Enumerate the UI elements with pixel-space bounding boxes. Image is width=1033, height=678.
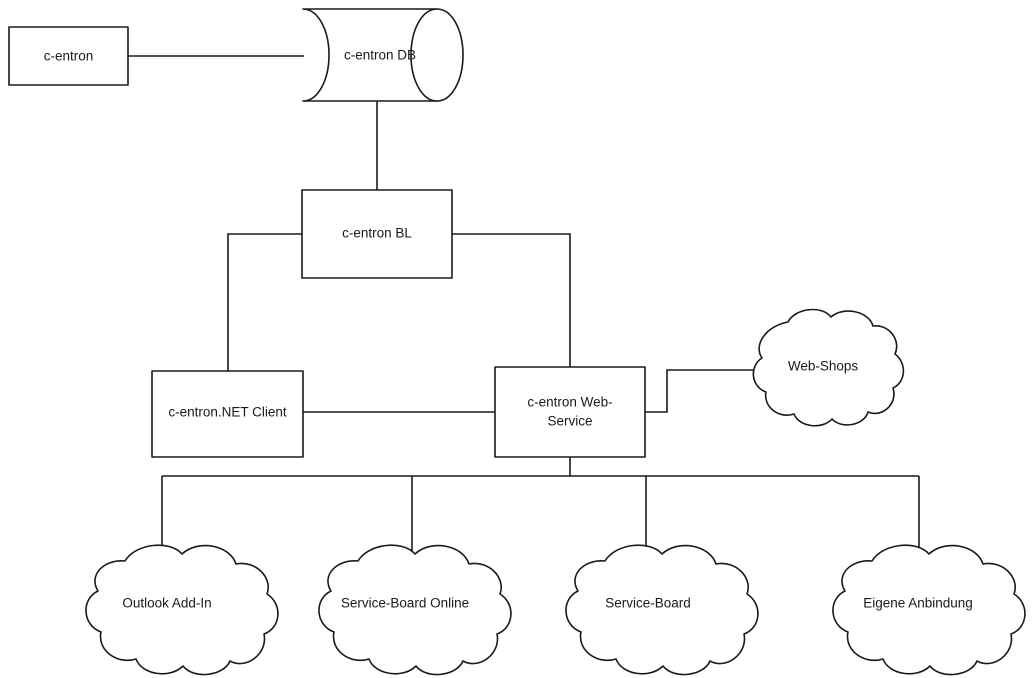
node-centron-label: c-entron [44,49,94,64]
node-service-board[interactable]: Service-Board [565,544,759,676]
node-centron-bl-label: c-entron BL [342,226,412,241]
edge-bl-to-web-service [452,233,571,367]
node-net-client-label: c-entron.NET Client [168,405,287,420]
node-service-board-online-label: Service-Board Online [341,596,469,611]
edge-web-service-to-web-shops [645,369,757,413]
edge-bl-to-net-client [227,233,302,371]
node-centron-bl[interactable]: c-entron BL [301,189,453,279]
node-outlook-addin-label: Outlook Add-In [122,596,211,611]
node-web-shops[interactable]: Web-Shops [752,308,905,427]
node-web-service-label-line2: Service [547,414,592,429]
node-centron[interactable]: c-entron [8,26,129,86]
node-net-client[interactable]: c-entron.NET Client [151,370,304,458]
node-centron-db-label: c-entron DB [344,48,416,63]
node-service-board-online[interactable]: Service-Board Online [318,544,512,676]
node-eigene-anbindung[interactable]: Eigene Anbindung [832,544,1026,676]
node-centron-db[interactable]: c-entron DB [302,8,464,102]
node-outlook-addin[interactable]: Outlook Add-In [85,544,279,676]
node-web-service-label-line1: c-entron Web- [527,395,612,410]
node-eigene-anbindung-label: Eigene Anbindung [863,596,973,611]
node-web-service[interactable]: c-entron Web- Service [494,366,646,458]
node-service-board-label: Service-Board [605,596,691,611]
node-web-shops-label: Web-Shops [788,359,859,374]
